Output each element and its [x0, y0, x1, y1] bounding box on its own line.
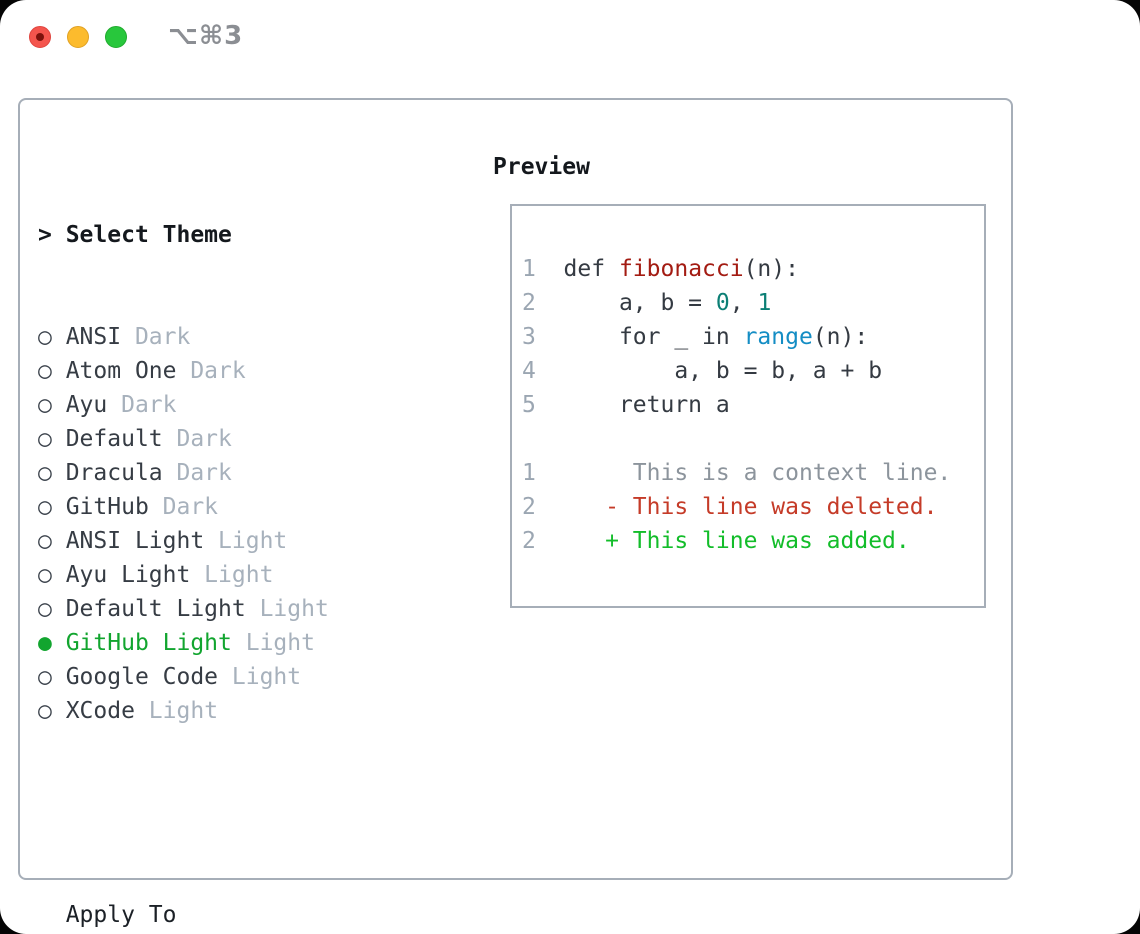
- radio-unselected-icon: ○: [38, 358, 66, 384]
- theme-variant-tag: Light: [204, 528, 288, 554]
- theme-label: Google Code: [65, 664, 219, 690]
- zoom-button-icon[interactable]: [105, 26, 127, 48]
- preview-line: 5 return a: [522, 388, 984, 422]
- theme-variant-tag: Dark: [107, 392, 177, 418]
- theme-option-default-light[interactable]: ○ Default Light Light: [38, 592, 426, 626]
- theme-option-ayu-light[interactable]: ○ Ayu Light Light: [38, 558, 426, 592]
- code-token-func: fibonacci: [618, 256, 744, 282]
- code-token-plain: for _ in: [535, 324, 744, 350]
- theme-option-google-code[interactable]: ○ Google Code Light: [38, 660, 426, 694]
- code-token-plain: def: [535, 256, 619, 282]
- theme-label: GitHub Light: [65, 630, 232, 656]
- theme-option-github[interactable]: ○ GitHub Dark: [38, 490, 426, 524]
- apply-to-header: Apply To: [38, 898, 426, 932]
- minimize-button-icon[interactable]: [67, 26, 89, 48]
- line-number: 3: [522, 324, 536, 350]
- radio-unselected-icon: ○: [38, 426, 66, 452]
- titlebar: ⌥⌘3: [0, 0, 1140, 74]
- theme-variant-tag: Light: [245, 596, 329, 622]
- code-token-deleted: - This line was deleted.: [535, 494, 938, 520]
- theme-list: ○ ANSI Dark○ Atom One Dark○ Ayu Dark○ De…: [38, 320, 426, 728]
- theme-option-dracula[interactable]: ○ Dracula Dark: [38, 456, 426, 490]
- theme-label: Ayu Light: [65, 562, 191, 588]
- theme-picker-panel: > Select Theme ○ ANSI Dark○ Atom One Dar…: [18, 98, 1013, 928]
- theme-variant-tag: Light: [218, 664, 302, 690]
- preview-line: 3 for _ in range(n):: [522, 320, 984, 354]
- theme-label: Atom One: [65, 358, 177, 384]
- preview-line: 1 This is a context line.: [522, 456, 984, 490]
- code-token-num: 0: [715, 290, 730, 316]
- theme-variant-tag: Dark: [162, 426, 232, 452]
- code-token-plain: a, b =: [535, 290, 716, 316]
- close-button-icon[interactable]: [29, 26, 51, 48]
- radio-unselected-icon: ○: [38, 528, 66, 554]
- theme-variant-tag: Dark: [148, 494, 219, 520]
- radio-unselected-icon: ○: [38, 460, 66, 486]
- preview-line: 2 - This line was deleted.: [522, 490, 984, 524]
- preview-line: 1 def fibonacci(n):: [522, 252, 984, 286]
- theme-option-github-light[interactable]: ● GitHub Light Light: [38, 626, 426, 660]
- theme-variant-tag: Light: [190, 562, 274, 588]
- line-number: 5: [522, 392, 536, 418]
- select-theme-title: Select Theme: [65, 222, 232, 248]
- window-title: ⌥⌘3: [168, 21, 244, 51]
- theme-list-column: > Select Theme ○ ANSI Dark○ Atom One Dar…: [38, 150, 426, 934]
- line-number: 2: [522, 290, 536, 316]
- code-token-plain: return a: [535, 392, 730, 418]
- spacer-row: [38, 796, 426, 830]
- theme-option-ansi[interactable]: ○ ANSI Dark: [38, 320, 426, 354]
- preview-line: 4 a, b = b, a + b: [522, 354, 984, 388]
- theme-option-ayu[interactable]: ○ Ayu Dark: [38, 388, 426, 422]
- code-token-builtin: range: [743, 324, 813, 350]
- theme-label: XCode: [65, 698, 135, 724]
- preview-line: 2 a, b = 0, 1: [522, 286, 984, 320]
- theme-label: Default: [65, 426, 163, 452]
- radio-unselected-icon: ○: [38, 562, 66, 588]
- code-token-context: This is a context line.: [535, 460, 952, 486]
- radio-unselected-icon: ○: [38, 698, 66, 724]
- theme-label: ANSI: [65, 324, 122, 350]
- theme-variant-tag: Dark: [162, 460, 232, 486]
- theme-variant-tag: Dark: [121, 324, 191, 350]
- radio-unselected-icon: ○: [38, 494, 66, 520]
- code-token-plain: a, b = b, a + b: [535, 358, 883, 384]
- theme-label: Default Light: [65, 596, 246, 622]
- preview-title: Preview: [493, 154, 590, 180]
- theme-option-atom-one[interactable]: ○ Atom One Dark: [38, 354, 426, 388]
- theme-variant-tag: Light: [134, 698, 219, 724]
- cursor-icon: >: [38, 222, 66, 248]
- spacer-line: [522, 422, 984, 456]
- code-token-num: 1: [757, 290, 772, 316]
- radio-selected-icon: ●: [38, 630, 66, 656]
- select-theme-header: > Select Theme: [38, 218, 426, 252]
- radio-unselected-icon: ○: [38, 596, 66, 622]
- theme-label: GitHub: [65, 494, 149, 520]
- theme-label: Dracula: [65, 460, 163, 486]
- theme-label: Ayu: [65, 392, 108, 418]
- diff-preview: 1 This is a context line.2 - This line w…: [522, 456, 984, 558]
- apply-to-title: Apply To: [38, 902, 177, 928]
- theme-option-default[interactable]: ○ Default Dark: [38, 422, 426, 456]
- radio-unselected-icon: ○: [38, 392, 66, 418]
- theme-option-xcode[interactable]: ○ XCode Light: [38, 694, 426, 728]
- code-token-plain: (n):: [743, 256, 799, 282]
- theme-option-ansi-light[interactable]: ○ ANSI Light Light: [38, 524, 426, 558]
- line-number: 1: [522, 256, 536, 282]
- line-number: 4: [522, 358, 536, 384]
- theme-label: ANSI Light: [65, 528, 205, 554]
- radio-unselected-icon: ○: [38, 664, 66, 690]
- theme-variant-tag: Dark: [176, 358, 246, 384]
- code-token-plain: (n):: [812, 324, 869, 350]
- preview-line: 2 + This line was added.: [522, 524, 984, 558]
- radio-unselected-icon: ○: [38, 324, 66, 350]
- code-token-added: + This line was added.: [535, 528, 910, 554]
- line-number: 2: [522, 494, 536, 520]
- code-token-plain: ,: [729, 290, 758, 316]
- line-number: 2: [522, 528, 536, 554]
- theme-variant-tag: Light: [231, 630, 315, 656]
- line-number: 1: [522, 460, 536, 486]
